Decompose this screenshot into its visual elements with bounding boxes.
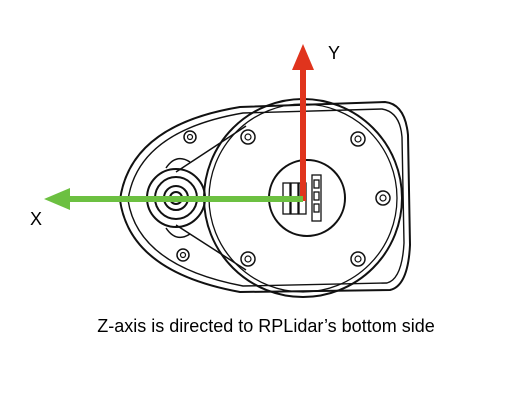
screw-icon [176,248,190,262]
x-axis-arrow [44,188,303,210]
screw-icon [350,131,366,147]
screw-icon [375,190,391,206]
caption: Z-axis is directed to RPLidar’s bottom s… [97,316,435,336]
x-axis-label: X [30,209,43,229]
device-inner-shell [127,108,405,287]
y-axis-arrow [292,44,314,201]
screw-icon [350,251,366,267]
motor-mount-top [165,157,191,169]
screw-icon [240,129,256,145]
drive-belt-bottom [175,224,247,271]
motor-mount-bottom [165,227,191,239]
screw-icon [240,251,256,267]
device-outer-shell [118,100,412,294]
mounting-screws [176,129,391,267]
screw-icon [183,130,197,144]
drive-belt-top [175,125,247,173]
y-axis-label: Y [328,43,341,63]
